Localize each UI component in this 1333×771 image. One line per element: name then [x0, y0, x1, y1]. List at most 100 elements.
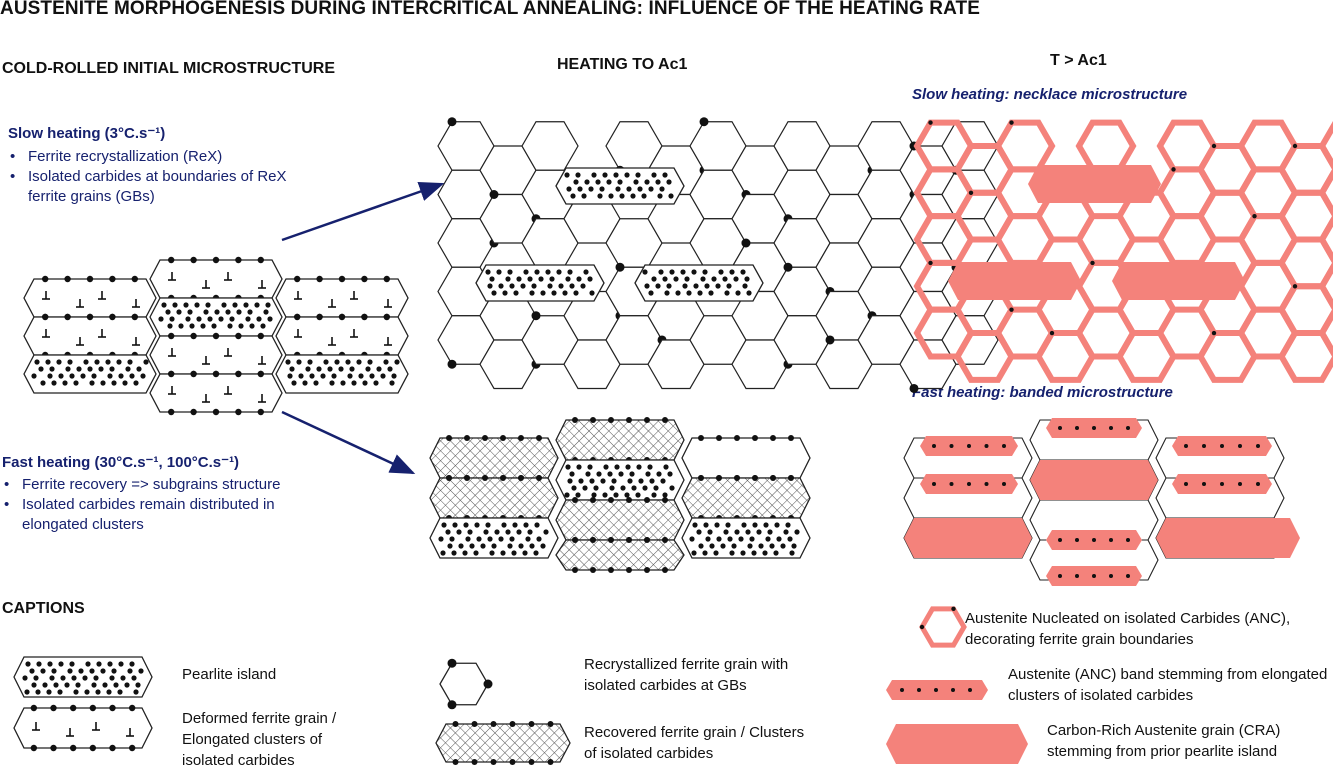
boundary-carbide	[529, 721, 535, 727]
boundary-carbide	[572, 537, 578, 543]
caption-symbols	[14, 607, 1028, 765]
pearlite-dot	[745, 529, 750, 534]
pearlite-dot	[56, 359, 61, 364]
deformed-ferrite-grain	[276, 317, 408, 355]
recovered-ferrite-grain	[556, 540, 684, 570]
pearlite-dot	[73, 380, 78, 385]
pearlite-dot	[711, 276, 716, 281]
pearlite-dot	[666, 179, 671, 184]
pearlite-dot	[740, 550, 745, 555]
pearlite-dot	[87, 366, 92, 371]
pearlite-dot	[587, 464, 592, 469]
pearlite-dot	[73, 689, 78, 694]
pearlite-dot	[613, 172, 618, 177]
gb-carbide	[484, 680, 493, 689]
deformed-ferrite-grain	[150, 336, 282, 374]
gb-carbide	[742, 238, 751, 247]
pearlite-dot	[254, 302, 259, 307]
pearlite-dot	[609, 485, 614, 490]
pearlite-dot	[120, 675, 125, 680]
pearlite-dot	[731, 543, 736, 548]
pearlite-dot	[501, 522, 506, 527]
pearlite-dot	[211, 323, 216, 328]
anc-necklace-grain	[998, 123, 1052, 170]
cra-austenite-grain	[1156, 518, 1300, 558]
pearlite-dot	[562, 290, 567, 295]
pearlite-dot	[113, 682, 118, 687]
pearlite-island	[150, 298, 282, 336]
pearlite-dot	[102, 682, 107, 687]
pearlite-dot	[509, 283, 514, 288]
pearlite-dot	[662, 492, 667, 497]
boundary-carbide	[734, 475, 740, 481]
pearlite-dot	[111, 380, 116, 385]
boundary-carbide	[213, 257, 219, 263]
pearlite-dot	[263, 309, 268, 314]
pearlite-dot	[498, 536, 503, 541]
pearlite-dot	[722, 276, 727, 281]
pearlite-dot	[169, 316, 174, 321]
cra-austenite-grain	[904, 518, 1032, 558]
pearlite-dot	[749, 536, 754, 541]
pearlite-dot	[651, 172, 656, 177]
pearlite-dot	[545, 269, 550, 274]
pearlite-dot	[656, 471, 661, 476]
pearlite-dot	[94, 359, 99, 364]
pearlite-dot	[715, 283, 720, 288]
caption-rex-ferrite-symbol	[440, 663, 488, 705]
pearlite-dot	[556, 269, 561, 274]
boundary-carbide	[590, 497, 596, 503]
pearlite-dot	[496, 269, 501, 274]
pearlite-dot	[714, 522, 719, 527]
boundary-carbide	[258, 371, 264, 377]
pearlite-dot	[140, 373, 145, 378]
anc-carbide	[951, 688, 955, 692]
pearlite-dot	[307, 359, 312, 364]
boundary-carbide	[662, 567, 668, 573]
pearlite-dot	[49, 366, 54, 371]
pearlite-dot	[684, 276, 689, 281]
pearlite-dot	[614, 464, 619, 469]
pearlite-dot	[305, 366, 310, 371]
boundary-carbide	[608, 497, 614, 503]
pearlite-dot	[289, 366, 294, 371]
pearlite-dot	[725, 522, 730, 527]
pearlite-dot	[291, 380, 296, 385]
anc-carbide	[1058, 538, 1062, 542]
ferrite-grain	[682, 438, 810, 478]
pearlite-dot	[267, 316, 272, 321]
pearlite-dot	[47, 373, 52, 378]
pearlite-dot	[65, 366, 70, 371]
pearlite-dot	[127, 668, 132, 673]
boundary-carbide	[716, 435, 722, 441]
pearlite-dot	[635, 492, 640, 497]
pearlite-dot	[469, 543, 474, 548]
anc-necklace-grain	[1079, 123, 1133, 170]
pearlite-dot	[302, 380, 307, 385]
pearlite-dot	[516, 529, 521, 534]
anc-carbide	[932, 444, 936, 448]
boundary-carbide	[339, 314, 345, 320]
pearlite-dot	[520, 283, 525, 288]
pearlite-dot	[522, 550, 527, 555]
pearlite-dot	[40, 380, 45, 385]
pearlite-dot	[109, 366, 114, 371]
anc-carbide	[950, 482, 954, 486]
pearlite-dot	[573, 290, 578, 295]
anc-carbide	[1126, 574, 1130, 578]
pearlite-dot	[624, 492, 629, 497]
pearlite-dot	[641, 193, 646, 198]
pearlite-dot	[696, 529, 701, 534]
pearlite-dot	[98, 366, 103, 371]
pearlite-dot	[689, 536, 694, 541]
boundary-carbide	[626, 497, 632, 503]
pearlite-dot	[648, 186, 653, 191]
anc-carbide	[1238, 482, 1242, 486]
pearlite-dot	[247, 309, 252, 314]
anc-carbide	[1009, 120, 1013, 124]
anc-carbide	[967, 444, 971, 448]
recovered-ferrite-grain	[556, 420, 684, 460]
boundary-carbide	[109, 276, 115, 282]
pearlite-dot	[637, 186, 642, 191]
recovered-ferrite-grain	[682, 478, 810, 518]
